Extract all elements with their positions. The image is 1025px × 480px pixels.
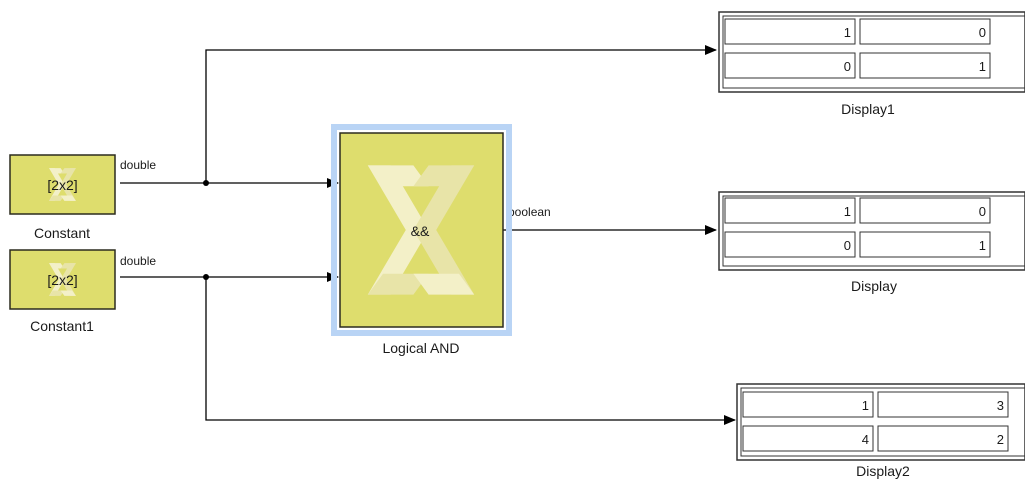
constant1-value-label: [2x2] (47, 272, 77, 288)
logical-and-block[interactable]: && (331, 124, 512, 336)
display2-block[interactable]: 1 3 4 2 (736, 383, 1025, 461)
display1-inner-frame (722, 15, 1025, 89)
display1-cell-value: 0 (844, 59, 851, 74)
display-name-label: Display (851, 278, 897, 294)
constant-value-label: [2x2] (47, 177, 77, 193)
display2-cell (742, 391, 874, 418)
signal-line-branch-to-display1[interactable] (205, 45, 717, 183)
selection-halo (331, 124, 512, 336)
constant-output-type-label: double (120, 158, 156, 172)
display-inner-frame (722, 195, 1025, 267)
display2-cell-value: 3 (997, 398, 1004, 413)
display1-cell-value: 0 (979, 25, 986, 40)
display2-cell (877, 425, 1009, 452)
display1-cell (724, 52, 856, 79)
display1-cell-value: 1 (979, 59, 986, 74)
display-cell (859, 231, 991, 258)
display-cell-value: 1 (979, 238, 986, 253)
xilinx-logo-icon (49, 263, 76, 296)
xilinx-logo-icon (367, 165, 475, 295)
constant-name-label: Constant (34, 225, 90, 241)
display1-block[interactable]: 1 0 0 1 (718, 11, 1025, 93)
branch-point (203, 180, 209, 186)
display2-cell-value: 1 (862, 398, 869, 413)
display1-cell (724, 18, 856, 45)
display1-name-label: Display1 (841, 101, 895, 117)
and-output-type-label: boolean (508, 205, 551, 219)
display-cell-value: 1 (844, 204, 851, 219)
display-block[interactable]: 1 0 0 1 (718, 191, 1025, 271)
display-cell (724, 197, 856, 224)
display1-cell (859, 52, 991, 79)
display2-cell (742, 425, 874, 452)
signal-line-branch-to-display2[interactable] (205, 277, 736, 425)
display2-cell-value: 4 (862, 432, 869, 447)
display-cell (724, 231, 856, 258)
logical-and-name-label: Logical AND (382, 340, 459, 356)
display2-cell-value: 2 (997, 432, 1004, 447)
constant1-output-type-label: double (120, 254, 156, 268)
branch-point (203, 274, 209, 280)
display-cell-value: 0 (979, 204, 986, 219)
constant1-block[interactable]: [2x2] (9, 249, 116, 310)
display2-name-label: Display2 (856, 463, 910, 479)
display-cell (859, 197, 991, 224)
display2-cell (877, 391, 1009, 418)
display1-cell (859, 18, 991, 45)
display1-cell-value: 1 (844, 25, 851, 40)
logical-and-operator-label: && (411, 223, 430, 239)
xilinx-logo-icon (49, 168, 76, 201)
signal-lines (120, 45, 736, 425)
constant-block[interactable]: [2x2] (9, 154, 116, 215)
display-cell-value: 0 (844, 238, 851, 253)
constant1-name-label: Constant1 (30, 318, 94, 334)
display2-inner-frame (740, 387, 1025, 457)
